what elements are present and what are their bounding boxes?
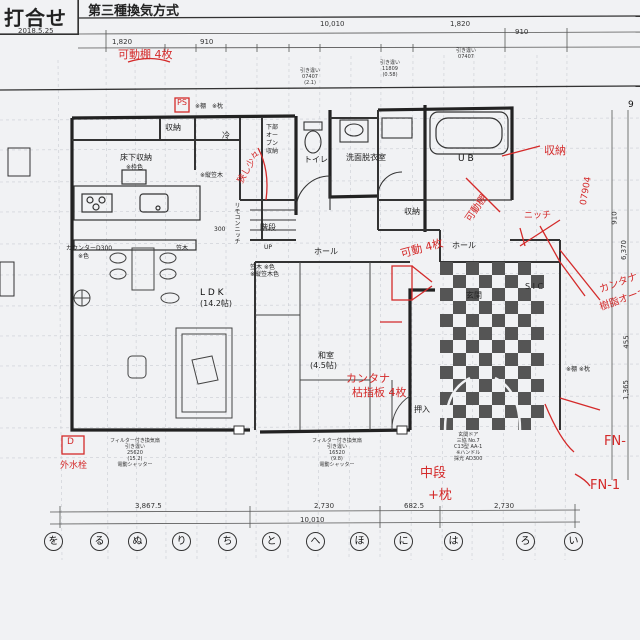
note-window-2: 引き違い 11809 (0.58) — [380, 60, 401, 78]
label-kasagi: 笠木 — [176, 245, 189, 252]
annot-fn-2: FN-1 — [590, 478, 621, 493]
room-ldk-area: (14.2帖) — [200, 299, 233, 308]
annot-nakadan: 中段 — [420, 466, 447, 481]
annot-d: D — [67, 437, 74, 447]
label-kasagi-iro: 笠木 ※色 — [250, 264, 275, 271]
room-ub: U B — [458, 154, 474, 164]
grid-letter: は — [444, 532, 463, 551]
room-hall-right: ホール — [452, 241, 476, 250]
dim-right-6370: 6,370 — [620, 239, 629, 261]
stair-up: UP — [264, 244, 273, 251]
label-tatesasa: ※縦笠木 — [200, 172, 224, 179]
annot-makura: +枕 — [428, 488, 452, 503]
title-box — [0, 0, 79, 35]
room-yuka-shuno: 床下収納 — [120, 153, 152, 162]
grid-letter: ろ — [516, 532, 535, 551]
dim-right-1365: 1,365 — [622, 379, 631, 401]
annot-kazarina: 枯指板 4枚 — [352, 386, 407, 399]
annot-ps: PS — [177, 98, 187, 107]
sheet-date: 2018.5.25 — [18, 27, 54, 35]
room-shuno-top: 収納 — [165, 123, 181, 132]
room-rei: 冷 — [222, 131, 230, 140]
label-wakushoku: ※枠色 — [126, 164, 144, 171]
dim-bottom-2: 2,730 — [314, 502, 335, 510]
room-genkan: 玄関 — [466, 291, 482, 300]
grid-letter: ぬ — [128, 532, 147, 551]
room-washitsu-area: (4.5帖) — [310, 361, 337, 370]
annot-gaisui: 外水栓 — [60, 461, 88, 471]
annot-kadoudana: 可動棚 4枚 — [118, 48, 173, 61]
grid-letter: ち — [218, 532, 237, 551]
remote-niche: リモコンニッチ — [233, 202, 240, 244]
grid-right-number: 9 — [628, 100, 634, 110]
room-senmen: 洗面脱衣室 — [346, 153, 386, 162]
dim-bottom-1: 3,867.5 — [135, 502, 162, 510]
sheet-title: 打合せ — [4, 6, 67, 30]
dim-top-right: 1,820 — [450, 20, 471, 28]
room-sic: S I C — [525, 282, 544, 291]
grid-letter: い — [564, 532, 583, 551]
room-washitsu: 和室 — [318, 351, 334, 360]
label-tana-makura-top: ※棚 ※枕 — [195, 103, 224, 110]
room-oshiire: 押入 — [414, 405, 430, 414]
dim-top-910-right: 910 — [515, 28, 529, 36]
label-iro: ※色 — [78, 253, 90, 260]
label-tategasa-iro: ※縦笠木色 — [250, 271, 280, 278]
dim-top-total: 10,010 — [320, 20, 345, 28]
annot-kantuna: カンタナ — [346, 372, 390, 385]
grid-letter: り — [172, 532, 191, 551]
room-kaidan: 階段 — [260, 223, 276, 232]
grid-letter: に — [394, 532, 413, 551]
annot-fn-1: FN- — [604, 434, 626, 449]
dim-top-910: 910 — [200, 38, 214, 46]
grid-letter: を — [44, 532, 63, 551]
label-counter: カウンターD300 — [66, 245, 113, 252]
label-300: 300 — [214, 226, 226, 233]
dim-bottom-total: 10,010 — [300, 516, 325, 524]
dim-bottom-4: 2,730 — [494, 502, 515, 510]
dim-right-910: 910 — [610, 211, 619, 225]
note-vent-1: フィルター付き換気扇 引き違い 25620 (15.2) 電動シャッター — [110, 438, 160, 468]
note-vent-2: フィルター付き換気扇 引き違い 16520 (9.8) 電動シャッター — [312, 438, 362, 468]
room-hall-left: ホール — [314, 247, 338, 256]
ventilation-type: 第三種換気方式 — [88, 4, 180, 19]
note-window-1: 引き違い 07407 (2.1) — [300, 68, 321, 86]
grid-letter: ほ — [350, 532, 369, 551]
room-ldk: L D K — [200, 288, 224, 298]
note-door: 玄関ドア 三協 No.7 C13型 AA-1 ※ハンドル 採光 AD300 — [454, 432, 483, 462]
room-toilet: トイレ — [304, 155, 328, 164]
room-shuno-right: 収納 — [404, 207, 420, 216]
label-tana-makura-right: ※棚 ※枕 — [566, 366, 590, 373]
grid-letter: へ — [306, 532, 325, 551]
lower-open-storage: 下部オープン収納 — [266, 124, 279, 155]
grid-letter: と — [262, 532, 281, 551]
dim-bottom-3: 682.5 — [404, 502, 425, 510]
dim-right-455: 455 — [622, 335, 631, 349]
annot-niche: ニッチ — [524, 211, 552, 221]
grid-letter: る — [90, 532, 109, 551]
annot-shuno: 収納 — [544, 144, 566, 157]
note-window-3: 引き違い 07407 — [456, 48, 477, 60]
dim-top-left-1820: 1,820 — [112, 38, 133, 46]
